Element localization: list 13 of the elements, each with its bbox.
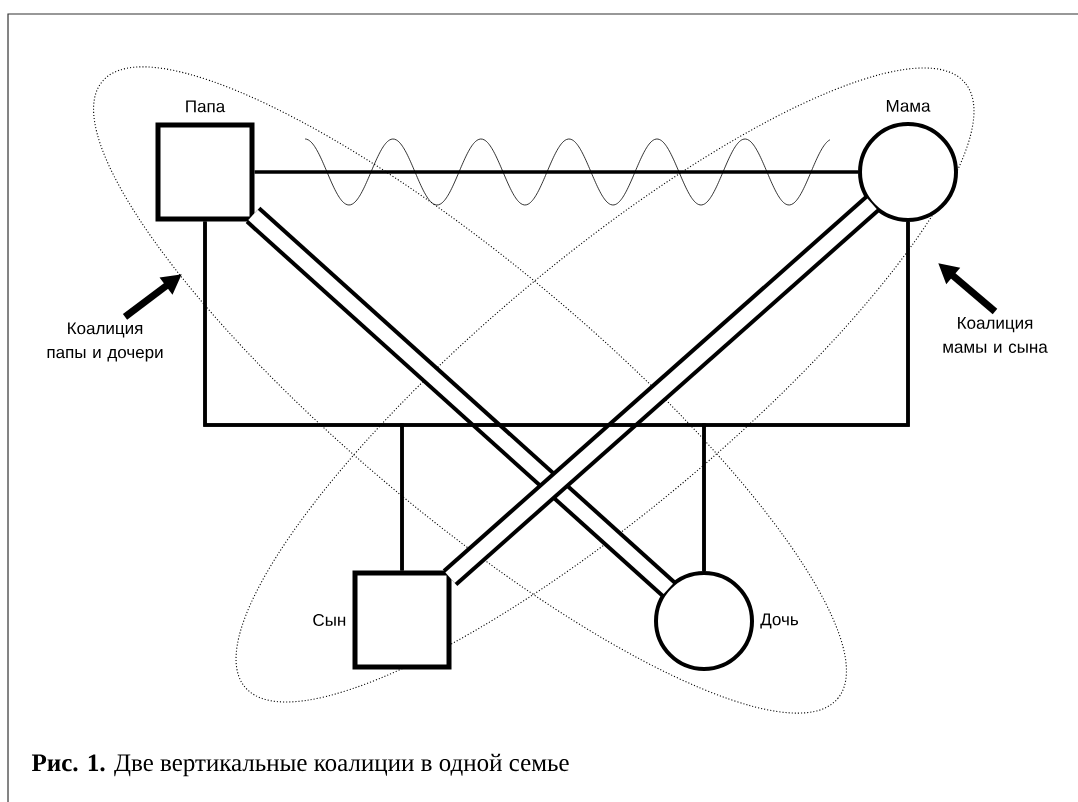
node-label: Мама	[886, 99, 931, 112]
close-relationship-line	[442, 195, 880, 586]
coalition-label: Коалиция мамы и сына	[943, 317, 1048, 353]
parent-child-line	[702, 222, 910, 571]
figure-caption: Рис. 1. Две вертикальные коалиции в одной семье	[31, 753, 569, 777]
node-label: Сын	[313, 613, 346, 627]
male-square: Папа	[155, 100, 255, 222]
node-label: Папа	[186, 100, 226, 113]
marriage-line	[254, 170, 858, 174]
coalition-label: Коалиция папы и дочери	[47, 322, 163, 362]
node-label: Дочь	[760, 613, 799, 629]
close-relationship-line	[245, 206, 676, 598]
male-square: Сын	[313, 570, 452, 670]
